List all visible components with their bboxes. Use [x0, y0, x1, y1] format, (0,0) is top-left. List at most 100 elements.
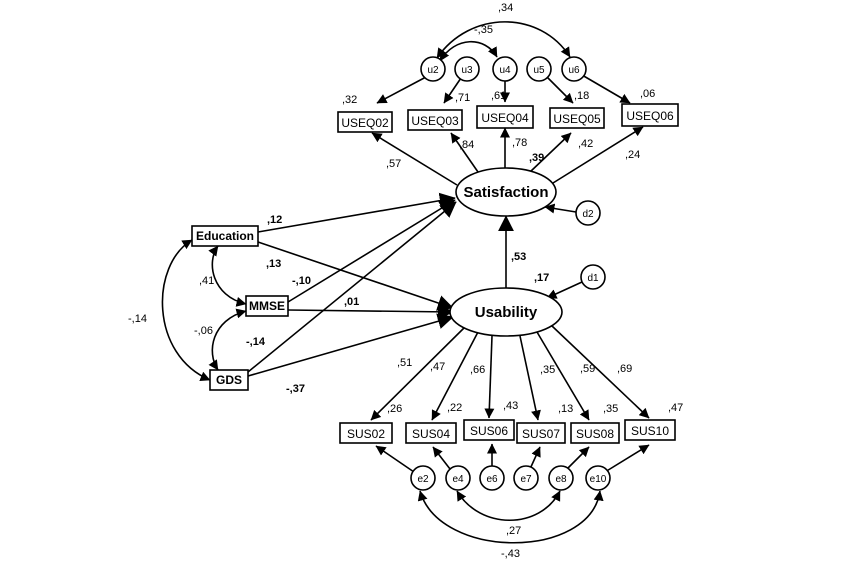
svg-text:u5: u5 [533, 65, 545, 76]
u4-error: u4 [492, 56, 518, 82]
svg-text:SUS02: SUS02 [347, 427, 385, 441]
loading-useq03 [450, 132, 479, 173]
r2-useq03: ,71 [455, 92, 470, 104]
satisfaction-latent: Satisfaction [455, 167, 557, 217]
r2-satisfaction: ,39 [529, 152, 544, 164]
e10-error: e10 [585, 465, 611, 491]
svg-text:Satisfaction: Satisfaction [463, 184, 548, 201]
coef-usability-satisfaction: ,53 [511, 251, 526, 263]
covariance-u2-u6 [436, 21, 571, 59]
svg-text:u6: u6 [568, 65, 580, 76]
r2-useq06: ,06 [640, 88, 655, 100]
loading-sus04 [431, 331, 479, 421]
e2-error: e2 [410, 465, 436, 491]
loading-label-sus07: ,35 [540, 364, 555, 376]
svg-text:USEQ03: USEQ03 [411, 114, 459, 128]
loading-label-useq03: ,84 [459, 139, 474, 151]
r2-sus04: ,22 [447, 402, 462, 414]
e6-error: e6 [479, 465, 505, 491]
loading-useq06 [552, 126, 644, 184]
svg-text:e2: e2 [417, 474, 429, 485]
coef-gds-satisfaction: -,14 [246, 336, 266, 348]
r2-sus02: ,26 [387, 403, 402, 415]
useq05-box: USEQ05 [549, 107, 605, 129]
path-education-satisfaction [257, 192, 456, 233]
r2-useq04: ,61 [491, 90, 506, 102]
u2-error: u2 [420, 56, 446, 82]
svg-text:e7: e7 [520, 474, 532, 485]
sus07-box: SUS07 [516, 422, 566, 444]
coef-education-satisfaction: ,12 [267, 214, 282, 226]
error-path-u6 [581, 74, 631, 104]
sus10-box: SUS10 [624, 419, 676, 441]
svg-text:USEQ06: USEQ06 [626, 109, 674, 123]
loading-sus06 [484, 335, 495, 419]
svg-text:USEQ04: USEQ04 [481, 111, 529, 125]
loading-sus07 [519, 335, 541, 421]
cov-label-e2-e10: -,43 [501, 548, 520, 560]
loading-label-sus10: ,69 [617, 363, 632, 375]
sus02-box: SUS02 [339, 422, 393, 444]
svg-text:SUS07: SUS07 [522, 427, 560, 441]
sus06-box: SUS06 [463, 419, 515, 441]
r2-useq05: ,18 [574, 90, 589, 102]
coef-mmse-usability: ,01 [344, 296, 359, 308]
svg-text:SUS06: SUS06 [470, 424, 508, 438]
path-education-usability [257, 241, 454, 311]
path-mmse-usability [287, 303, 454, 320]
svg-text:e8: e8 [555, 474, 567, 485]
useq03-box: USEQ03 [407, 109, 463, 131]
r2-usability: ,17 [534, 272, 549, 284]
svg-text:d1: d1 [587, 273, 599, 284]
coef-gds-usability: -,37 [286, 383, 305, 395]
svg-text:GDS: GDS [216, 373, 242, 387]
r2-sus06: ,43 [503, 400, 518, 412]
svg-text:u4: u4 [499, 65, 511, 76]
loading-label-useq05: ,42 [578, 138, 593, 150]
d2-disturbance: d2 [575, 200, 601, 226]
education-box: Education [191, 225, 259, 247]
loading-label-useq04: ,78 [512, 137, 527, 149]
covariance-e4-e8 [456, 490, 561, 521]
error-path-e2 [375, 445, 415, 473]
svg-text:SUS04: SUS04 [412, 427, 450, 441]
loading-label-useq06: ,24 [625, 149, 640, 161]
svg-text:u3: u3 [461, 65, 473, 76]
sus08-box: SUS08 [570, 422, 620, 444]
error-path-u3 [443, 77, 462, 104]
error-path-u5 [545, 75, 574, 104]
r2-useq02: ,32 [342, 94, 357, 106]
path-d2-satisfaction [544, 203, 577, 214]
covariance-education-gds [161, 239, 211, 381]
cov-label-u2-u4: -,35 [474, 24, 493, 36]
mmse-box: MMSE [245, 295, 289, 317]
e7-error: e7 [513, 465, 539, 491]
error-path-e10 [604, 444, 650, 473]
cov-label-education-mmse: ,41 [199, 275, 214, 287]
loading-label-useq02: ,57 [386, 158, 401, 170]
loading-sus10 [551, 325, 650, 419]
r2-sus08: ,35 [603, 403, 618, 415]
loading-usew02 [371, 132, 458, 186]
error-path-e4 [432, 446, 451, 470]
e8-error: e8 [548, 465, 574, 491]
loading-label-sus08: ,59 [580, 363, 595, 375]
loading-label-sus04: ,47 [430, 361, 445, 373]
covariance-u2-u4 [439, 40, 498, 62]
sus04-box: SUS04 [405, 422, 457, 444]
cov-label-mmse-gds: -,06 [194, 325, 213, 337]
path-gds-satisfaction [247, 201, 457, 373]
svg-text:e4: e4 [452, 474, 464, 485]
svg-text:d2: d2 [582, 209, 594, 220]
path-mmse-satisfaction [287, 199, 456, 303]
cov-label-u2-u6: ,34 [498, 2, 513, 14]
covariance-e2-e10 [417, 490, 604, 544]
covariance-education-mmse [208, 245, 247, 307]
svg-text:SUS08: SUS08 [576, 427, 614, 441]
usability-latent: Usability [449, 287, 563, 337]
svg-text:Education: Education [196, 229, 254, 243]
path-gds-usability [247, 313, 454, 377]
error-path-e7 [529, 446, 541, 470]
loading-label-sus02: ,51 [397, 357, 412, 369]
